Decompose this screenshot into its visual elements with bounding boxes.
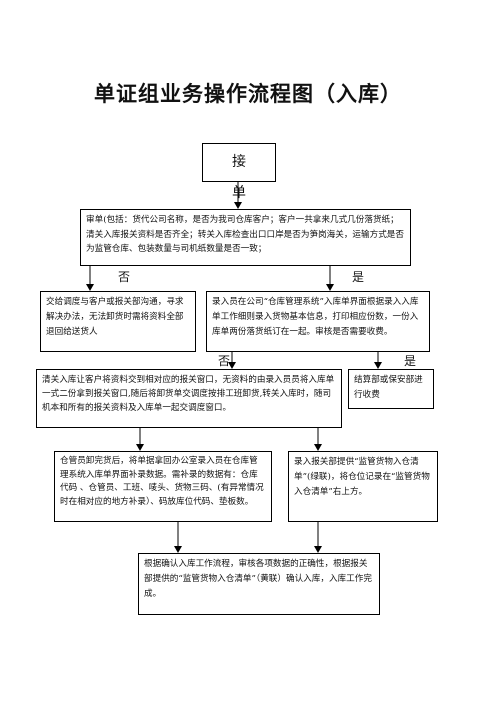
supplement-node-text: 仓管员卸完货后，将单据拿回办公室录入员在仓库管理系统入库单界面补录数据。需补录的… [60,456,264,507]
record-node: 录入员在公司“仓库管理系统”入库单界面根据录入入库单工作细则录入货物基本信息，打… [206,291,430,352]
label-yes-1: 是 [352,270,365,284]
record-node-text: 录入员在公司“仓库管理系统”入库单界面根据录入入库单工作细则录入货物基本信息，打… [212,297,419,337]
coordinate-node: 交给调度与客户或报关部沟通，寻求解决办法，无法卸货时需将资料全部退回给送货人 [40,291,196,352]
start-node: 接 单 [202,143,276,201]
supplement-node: 仓管员卸完货后，将单据拿回办公室录入员在仓库管理系统入库单界面补录数据。需补录的… [54,451,272,522]
settlement-node-text: 结算部或保安部进行收费 [354,375,423,400]
list-entry-node-text: 录入报关部提供“监管货物入仓清单”(绿联)，将仓位记录在“监管货物入仓清单”右上… [294,457,430,497]
list-entry-node: 录入报关部提供“监管货物入仓清单”(绿联)，将仓位记录在“监管货物入仓清单”右上… [288,451,438,522]
label-no-1: 否 [118,270,131,284]
confirm-node: 根据确认入库工作流程，审核各项数据的正确性，根据报关部提供的“监管货物入仓清单”… [138,553,380,615]
check-node-text: 审单(包括：货代公司名称，是否为我司仓库客户；客户一共拿来几式几份落货纸；清关入… [86,215,404,254]
customs-clear-node-text: 清关入库让客户将资料交到相对应的报关窗口，无资料的由录入员员将入库单一式二份拿到… [42,375,335,413]
start-node-label: 接 单 [232,154,260,201]
customs-clear-node: 清关入库让客户将资料交到相对应的报关窗口，无资料的由录入员员将入库单一式二份拿到… [36,369,342,428]
confirm-node-text: 根据确认入库工作流程，审核各项数据的正确性，根据报关部提供的“监管货物入仓清单”… [144,559,372,599]
label-no-2: 否 [218,354,231,368]
page-title: 单证组业务操作流程图（入库） [94,82,402,106]
coordinate-node-text: 交给调度与客户或报关部沟通，寻求解决办法，无法卸货时需将资料全部退回给送货人 [46,297,184,337]
label-yes-2: 是 [404,354,417,368]
check-node: 审单(包括：货代公司名称，是否为我司仓库客户；客户一共拿来几式几份落货纸；清关入… [80,209,411,266]
settlement-node: 结算部或保安部进行收费 [348,369,434,409]
